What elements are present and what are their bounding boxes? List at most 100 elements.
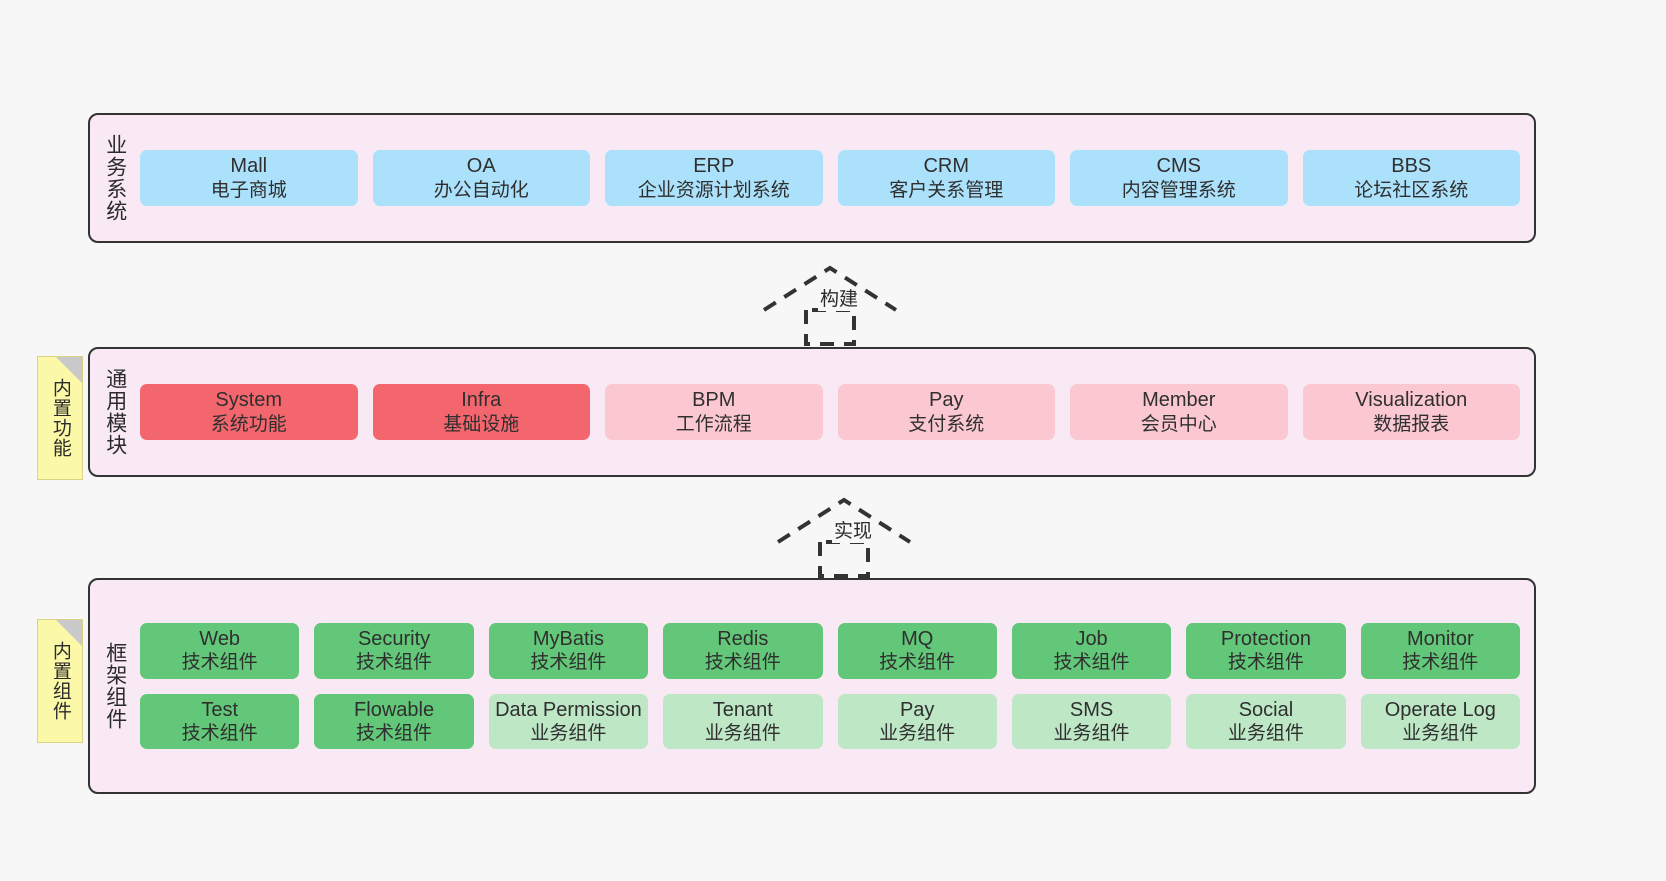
node-protection-cn: 技术组件	[1227, 652, 1304, 674]
node-tenant[interactable]: Tenant 业务组件	[663, 693, 823, 750]
node-visualization-cn: 数据报表	[1373, 413, 1450, 435]
node-mq-en: MQ	[901, 627, 934, 650]
note-fold-corner-icon	[56, 620, 82, 646]
node-mq[interactable]: MQ 技术组件	[837, 622, 997, 679]
node-test-en: Test	[201, 698, 239, 721]
note-builtin-features: 内置功能	[37, 356, 83, 480]
node-bpm-cn: 工作流程	[675, 413, 752, 435]
node-member-cn: 会员中心	[1140, 413, 1217, 435]
node-operate-log[interactable]: Operate Log 业务组件	[1360, 693, 1520, 750]
note-builtin-components: 内置组件	[37, 619, 83, 743]
node-operate-log-cn: 业务组件	[1402, 722, 1479, 744]
node-mq-cn: 技术组件	[879, 652, 956, 674]
node-redis[interactable]: Redis 技术组件	[663, 622, 823, 679]
node-web-cn: 技术组件	[181, 652, 258, 674]
node-erp-en: ERP	[693, 155, 735, 178]
node-social-cn: 业务组件	[1227, 722, 1304, 744]
layer-body-common-modules: System 系统功能 Infra 基础设施 BPM 工作流程 Pay 支付系统…	[140, 349, 1534, 475]
node-mall[interactable]: Mall 电子商城	[140, 150, 358, 206]
node-flowable-en: Flowable	[354, 698, 435, 721]
node-monitor[interactable]: Monitor 技术组件	[1360, 622, 1520, 679]
node-infra-cn: 基础设施	[443, 413, 520, 435]
connector-implement-arrowhead	[776, 497, 912, 544]
node-web[interactable]: Web 技术组件	[140, 622, 300, 679]
layer-common-modules: 通用模块 System 系统功能 Infra 基础设施 BPM 工作流程 Pay…	[88, 347, 1536, 477]
layer-body-business-system: Mall 电子商城 OA 办公自动化 ERP 企业资源计划系统 CRM 客户关系…	[140, 115, 1534, 241]
node-test[interactable]: Test 技术组件	[140, 693, 300, 750]
node-bpm-en: BPM	[692, 389, 736, 412]
node-bbs[interactable]: BBS 论坛社区系统	[1302, 150, 1520, 206]
node-visualization-en: Visualization	[1355, 389, 1468, 412]
node-mybatis[interactable]: MyBatis 技术组件	[488, 622, 649, 679]
note-builtin-components-label: 内置组件	[49, 641, 71, 721]
node-flowable[interactable]: Flowable 技术组件	[314, 693, 474, 750]
node-infra[interactable]: Infra 基础设施	[372, 384, 590, 440]
layer-business-system: 业务系统 Mall 电子商城 OA 办公自动化 ERP 企业资源计划系统 CRM…	[88, 113, 1536, 243]
node-redis-en: Redis	[717, 627, 769, 650]
node-system-cn: 系统功能	[210, 413, 287, 435]
node-security-en: Security	[357, 627, 431, 650]
node-mybatis-cn: 技术组件	[530, 652, 607, 674]
node-redis-cn: 技术组件	[704, 652, 781, 674]
node-protection[interactable]: Protection 技术组件	[1186, 622, 1346, 679]
node-pay-module[interactable]: Pay 支付系统	[837, 384, 1055, 440]
node-job[interactable]: Job 技术组件	[1011, 622, 1172, 679]
layer-framework-components: 框架组件 Web 技术组件 Security 技术组件 MyBatis 技术组件…	[88, 578, 1536, 794]
node-crm-cn: 客户关系管理	[889, 179, 1004, 201]
node-sms[interactable]: SMS 业务组件	[1011, 693, 1172, 750]
node-infra-en: Infra	[461, 389, 502, 412]
node-monitor-en: Monitor	[1406, 627, 1474, 650]
layer-body-framework-components: Web 技术组件 Security 技术组件 MyBatis 技术组件 Redi…	[140, 580, 1534, 792]
node-web-en: Web	[199, 627, 241, 650]
node-mall-cn: 电子商城	[210, 179, 287, 201]
connector-build-stem	[804, 308, 856, 346]
connector-build-arrowhead	[762, 265, 898, 312]
node-member-en: Member	[1142, 389, 1216, 412]
node-member[interactable]: Member 会员中心	[1070, 384, 1288, 440]
node-social-en: Social	[1238, 698, 1294, 721]
node-mall-en: Mall	[230, 155, 268, 178]
node-test-cn: 技术组件	[181, 722, 258, 744]
layer-title-business-system: 业务系统	[103, 134, 127, 222]
node-erp-cn: 企业资源计划系统	[637, 179, 790, 201]
node-pay-component[interactable]: Pay 业务组件	[837, 693, 997, 750]
node-bbs-cn: 论坛社区系统	[1354, 179, 1469, 201]
node-bbs-en: BBS	[1391, 155, 1432, 178]
node-visualization[interactable]: Visualization 数据报表	[1302, 384, 1520, 440]
node-sms-en: SMS	[1069, 698, 1114, 721]
node-cms[interactable]: CMS 内容管理系统	[1070, 150, 1288, 206]
node-tenant-cn: 业务组件	[704, 722, 781, 744]
node-social[interactable]: Social 业务组件	[1186, 693, 1346, 750]
node-data-permission-en: Data Permission	[495, 698, 642, 721]
connector-implement: 实现	[770, 494, 918, 580]
node-pay-component-cn: 业务组件	[879, 722, 956, 744]
node-bpm[interactable]: BPM 工作流程	[605, 384, 823, 440]
node-data-permission-cn: 业务组件	[530, 722, 607, 744]
node-tenant-en: Tenant	[712, 698, 773, 721]
node-protection-en: Protection	[1220, 627, 1311, 650]
framework-row-business: Test 技术组件 Flowable 技术组件 Data Permission …	[140, 693, 1520, 750]
node-oa-en: OA	[466, 155, 496, 178]
node-crm[interactable]: CRM 客户关系管理	[837, 150, 1055, 206]
node-pay-component-en: Pay	[899, 698, 935, 721]
node-security[interactable]: Security 技术组件	[314, 622, 474, 679]
connector-implement-stem	[818, 540, 870, 578]
node-job-en: Job	[1075, 627, 1108, 650]
node-operate-log-en: Operate Log	[1384, 698, 1496, 721]
connector-build-label: 构建	[818, 289, 861, 311]
node-cms-cn: 内容管理系统	[1121, 179, 1236, 201]
node-data-permission[interactable]: Data Permission 业务组件	[488, 693, 649, 750]
node-sms-cn: 业务组件	[1053, 722, 1130, 744]
node-crm-en: CRM	[923, 155, 970, 178]
node-system[interactable]: System 系统功能	[140, 384, 358, 440]
node-oa[interactable]: OA 办公自动化	[372, 150, 590, 206]
node-cms-en: CMS	[1156, 155, 1201, 178]
node-erp[interactable]: ERP 企业资源计划系统	[605, 150, 823, 206]
node-pay-module-en: Pay	[929, 389, 964, 412]
node-monitor-cn: 技术组件	[1402, 652, 1479, 674]
note-fold-corner-icon	[56, 357, 82, 383]
framework-row-technical: Web 技术组件 Security 技术组件 MyBatis 技术组件 Redi…	[140, 622, 1520, 679]
node-system-en: System	[215, 389, 283, 412]
connector-build: 构建	[756, 262, 904, 348]
